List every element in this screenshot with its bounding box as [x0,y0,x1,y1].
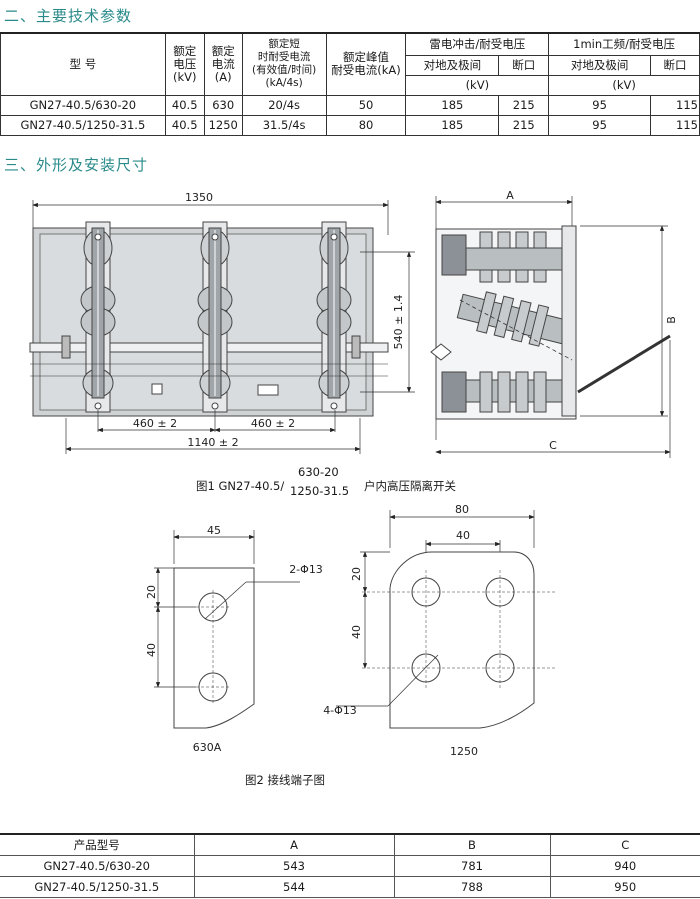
table-header-row: 产品型号 A B C [0,833,700,856]
caption-prefix: 图1 GN27-40.5/ [196,479,285,493]
header-current: 额定 电流 (A) [203,32,243,96]
table-row: GN27-40.5/1250-31.5 40.5 1250 31.5/4s 80… [0,114,700,136]
cell-model: GN27-40.5/1250-31.5 [0,114,166,136]
cell-C: 950 [549,876,700,898]
terminal-630a-drawing [154,530,300,729]
label-1250: 1250 [450,745,478,758]
dim-1140: 1140 ± 2 [187,436,238,449]
cell-voltage: 40.5 [164,94,205,116]
dim-40-top: 40 [456,529,470,542]
cell-C: 940 [549,855,700,877]
dimension-table: 产品型号 A B C GN27-40.5/630-20 543 781 940 … [0,833,700,898]
table-row: GN27-40.5/1250-31.5 544 788 950 [0,876,700,898]
header-unit-kv: (kV) [405,74,550,96]
dim-460-right: 460 ± 2 [251,417,295,430]
dim-A: A [506,189,514,202]
header-product-model: 产品型号 [0,833,194,856]
header-C: C [549,833,700,856]
caption-fraction-bottom: 1250-31.5 [290,484,350,498]
cell-short-time: 31.5/4s [241,114,327,136]
cell-peak: 80 [325,114,407,136]
cell-current: 630 [203,94,243,116]
cell-voltage: 40.5 [164,114,205,136]
header-break: 断口 [498,54,550,76]
label-630a: 630A [193,741,222,754]
section-title-dimensions: 三、外形及安装尺寸 [4,156,149,174]
header-B: B [393,833,550,856]
side-view-drawing [430,196,671,458]
header-to-ground: 对地及极间 [405,54,500,76]
cell-model: GN27-40.5/630-20 [0,855,194,877]
cell-current: 1250 [203,114,243,136]
section-title-tech-params: 二、主要技术参数 [4,7,133,25]
dim-80: 80 [455,503,469,516]
cell-A: 543 [193,855,394,877]
hole-spec-4: 4-Φ13 [323,704,357,717]
hole-spec-2: 2-Φ13 [289,563,323,576]
figure-2-caption: 图2 接线端子图 [245,773,325,787]
cell-model: GN27-40.5/1250-31.5 [0,876,194,898]
cell-lightning-break: 215 [498,114,550,136]
cell-lightning-ground: 185 [405,114,500,136]
header-model: 型 号 [0,32,166,96]
table-row: GN27-40.5/630-20 543 781 940 [0,855,700,877]
caption-fraction-top: 630-20 [298,465,339,479]
dim-40-left: 40 [145,643,158,657]
dim-40-right: 40 [350,625,363,639]
pole [80,221,116,413]
dim-C: C [549,439,557,452]
table-row: GN27-40.5/630-20 40.5 630 20/4s 50 185 2… [0,94,700,116]
dim-1350: 1350 [185,191,213,204]
header-A: A [193,833,394,856]
cell-lightning-break: 215 [498,94,550,116]
header-unit-kv-2: (kV) [548,74,700,96]
dim-460-left: 460 ± 2 [133,417,177,430]
header-peak: 额定峰值 耐受电流(kA) [325,32,407,96]
caption-suffix: 户内高压隔离开关 [364,479,456,493]
cell-B: 788 [393,876,550,898]
front-view-drawing [29,200,415,454]
cell-B: 781 [393,855,550,877]
dim-B: B [665,316,678,324]
terminal-1250-drawing [336,510,556,729]
dim-20-right: 20 [350,567,363,581]
cell-pf-ground: 95 [548,114,651,136]
header-break-2: 断口 [649,54,700,76]
dim-45: 45 [207,524,221,537]
cell-A: 544 [193,876,394,898]
dim-20-left: 20 [145,585,158,599]
cell-pf-break: 115 [649,94,700,116]
cell-pf-break: 115 [649,114,700,136]
dim-540: 540 ± 1.4 [392,295,405,350]
figure-1-caption: 图1 GN27-40.5/ 630-20 1250-31.5 户内高压隔离开关 [196,464,516,500]
spec-table: 型 号 额定 电压 (kV) 额定 电流 (A) 额定短 时耐受电流 (有效值/… [0,32,700,136]
